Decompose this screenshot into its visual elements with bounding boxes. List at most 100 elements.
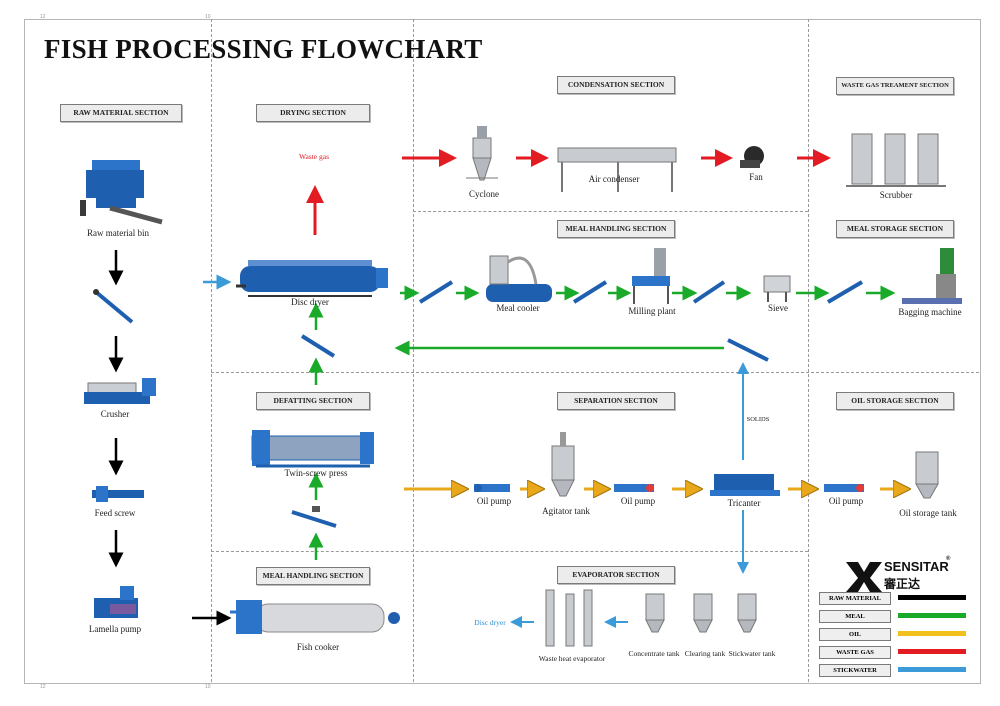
screw-conveyor — [300, 334, 336, 358]
grid-line — [413, 211, 808, 212]
logo-registered: ® — [946, 556, 951, 562]
screw-conveyor — [572, 280, 608, 304]
agitator-tank-illustration — [551, 432, 575, 497]
label-clearing-tank: Clearing tank — [684, 649, 726, 658]
screw-conveyor — [291, 510, 337, 528]
stickwater-tank-illustration — [737, 593, 757, 633]
legend-label: STICKWATER — [819, 664, 891, 677]
ruler-tick: 10 — [205, 684, 211, 690]
tricanter-illustration — [710, 474, 780, 496]
oil-pump-illustration — [614, 484, 654, 492]
label-concentrate-tank: Concentrate tank — [628, 649, 680, 658]
label-oil-pump-2: Oil pump — [620, 496, 656, 506]
label-oil-pump-3: Oil pump — [828, 496, 864, 506]
section-raw-material: RAW MATERIAL SECTION — [60, 104, 182, 122]
label-scrubber: Scrubber — [879, 190, 913, 200]
grid-line — [211, 19, 212, 682]
label-waste-gas: Waste gas — [298, 152, 330, 161]
section-drying: DRYING SECTION — [256, 104, 370, 122]
logo-brand: SENSITAR — [884, 559, 949, 574]
section-meal-storage: MEAL STORAGE SECTION — [836, 220, 954, 238]
label-agitator-tank: Agitator tank — [542, 506, 590, 516]
section-defatting: DEFATTING SECTION — [256, 392, 370, 410]
label-meal-cooler: Meal cooler — [496, 303, 540, 313]
disc-dryer-illustration — [236, 260, 388, 297]
sensitar-logo-mark — [846, 562, 882, 592]
meal-cooler-illustration — [486, 255, 552, 302]
label-fish-cooker: Fish cooker — [296, 642, 340, 652]
label-solids: SOLIDS — [746, 416, 770, 423]
scrubber-illustration — [846, 133, 946, 187]
oil-pump-illustration — [824, 484, 864, 492]
concentrate-tank-illustration — [645, 593, 665, 633]
legend-label: WASTE GAS — [819, 646, 891, 659]
label-waste-heat-evaporator: Waste heat evaporator — [538, 654, 606, 663]
grid-line — [211, 372, 979, 373]
legend-label: RAW MATERIAL — [819, 592, 891, 605]
screw-conveyor — [692, 280, 726, 304]
section-condensation: CONDENSATION SECTION — [557, 76, 675, 94]
label-bagging-machine: Bagging machine — [898, 307, 962, 317]
oil-storage-tank-illustration — [915, 451, 939, 499]
label-disc-dryer: Disc dryer — [291, 297, 329, 307]
grid-line — [808, 19, 809, 682]
legend-swatch — [898, 595, 966, 600]
raw-material-bin-illustration — [80, 160, 163, 225]
section-meal-handling-top: MEAL HANDLING SECTION — [557, 220, 675, 238]
crusher-illustration — [84, 378, 156, 404]
legend-swatch — [898, 649, 966, 654]
section-oil-storage: OIL STORAGE SECTION — [836, 392, 954, 410]
label-stickwater-tank: Stickwater tank — [728, 649, 776, 658]
label-crusher: Crusher — [100, 409, 130, 419]
label-lamella-pump: Lamella pump — [88, 624, 142, 634]
section-separation: SEPARATION SECTION — [557, 392, 675, 410]
screw-conveyor — [826, 280, 864, 304]
ruler-tick: 12 — [40, 684, 46, 690]
sieve-illustration — [763, 275, 791, 302]
outer-frame — [24, 19, 981, 684]
fan-illustration — [740, 146, 764, 168]
label-fan: Fan — [749, 172, 763, 182]
ruler-tick: 12 — [40, 14, 46, 20]
air-condenser-illustration — [557, 147, 677, 192]
legend-swatch — [898, 613, 966, 618]
legend-label: OIL — [819, 628, 891, 641]
logo-cn: 審正达 — [884, 577, 921, 591]
label-twin-screw-press: Twin-screw press — [284, 468, 348, 478]
feed-screw-illustration — [92, 486, 144, 502]
label-milling-plant: Milling plant — [628, 306, 676, 316]
fish-cooker-illustration — [230, 600, 400, 634]
ruler-tick: 10 — [205, 14, 211, 20]
legend-label: MEAL — [819, 610, 891, 623]
label-feed-screw: Feed screw — [94, 508, 136, 518]
label-disc-dryer-return: Disc dryer — [474, 618, 506, 627]
label-oil-pump-1: Oil pump — [476, 496, 512, 506]
legend-swatch — [898, 631, 966, 636]
page-title: FISH PROCESSING FLOWCHART — [44, 34, 483, 64]
grid-line — [413, 19, 414, 682]
label-cyclone: Cyclone — [469, 189, 499, 199]
twin-screw-press-illustration — [251, 430, 374, 468]
section-meal-handling-bottom: MEAL HANDLING SECTION — [256, 567, 370, 585]
screw-conveyor — [94, 290, 134, 324]
screw-conveyor — [727, 338, 769, 362]
lamella-pump-illustration — [94, 586, 138, 618]
screw-conveyor — [418, 280, 454, 304]
label-raw-material-bin: Raw material bin — [87, 228, 149, 238]
legend-swatch — [898, 667, 966, 672]
cyclone-illustration — [466, 126, 498, 181]
label-air-condenser: Air condenser — [588, 174, 640, 184]
bagging-machine-illustration — [902, 248, 962, 304]
clearing-tank-illustration — [693, 593, 713, 633]
section-waste-gas: WASTE GAS TREAMENT SECTION — [836, 77, 954, 95]
grid-line — [211, 551, 808, 552]
section-evaporator: EVAPORATOR SECTION — [557, 566, 675, 584]
oil-pump-illustration — [474, 484, 510, 492]
label-oil-storage-tank: Oil storage tank — [899, 508, 957, 518]
label-tricanter: Tricanter — [727, 498, 761, 508]
milling-plant-illustration — [632, 248, 670, 304]
waste-heat-evaporator-illustration — [545, 589, 593, 647]
label-sieve: Sieve — [768, 303, 788, 313]
